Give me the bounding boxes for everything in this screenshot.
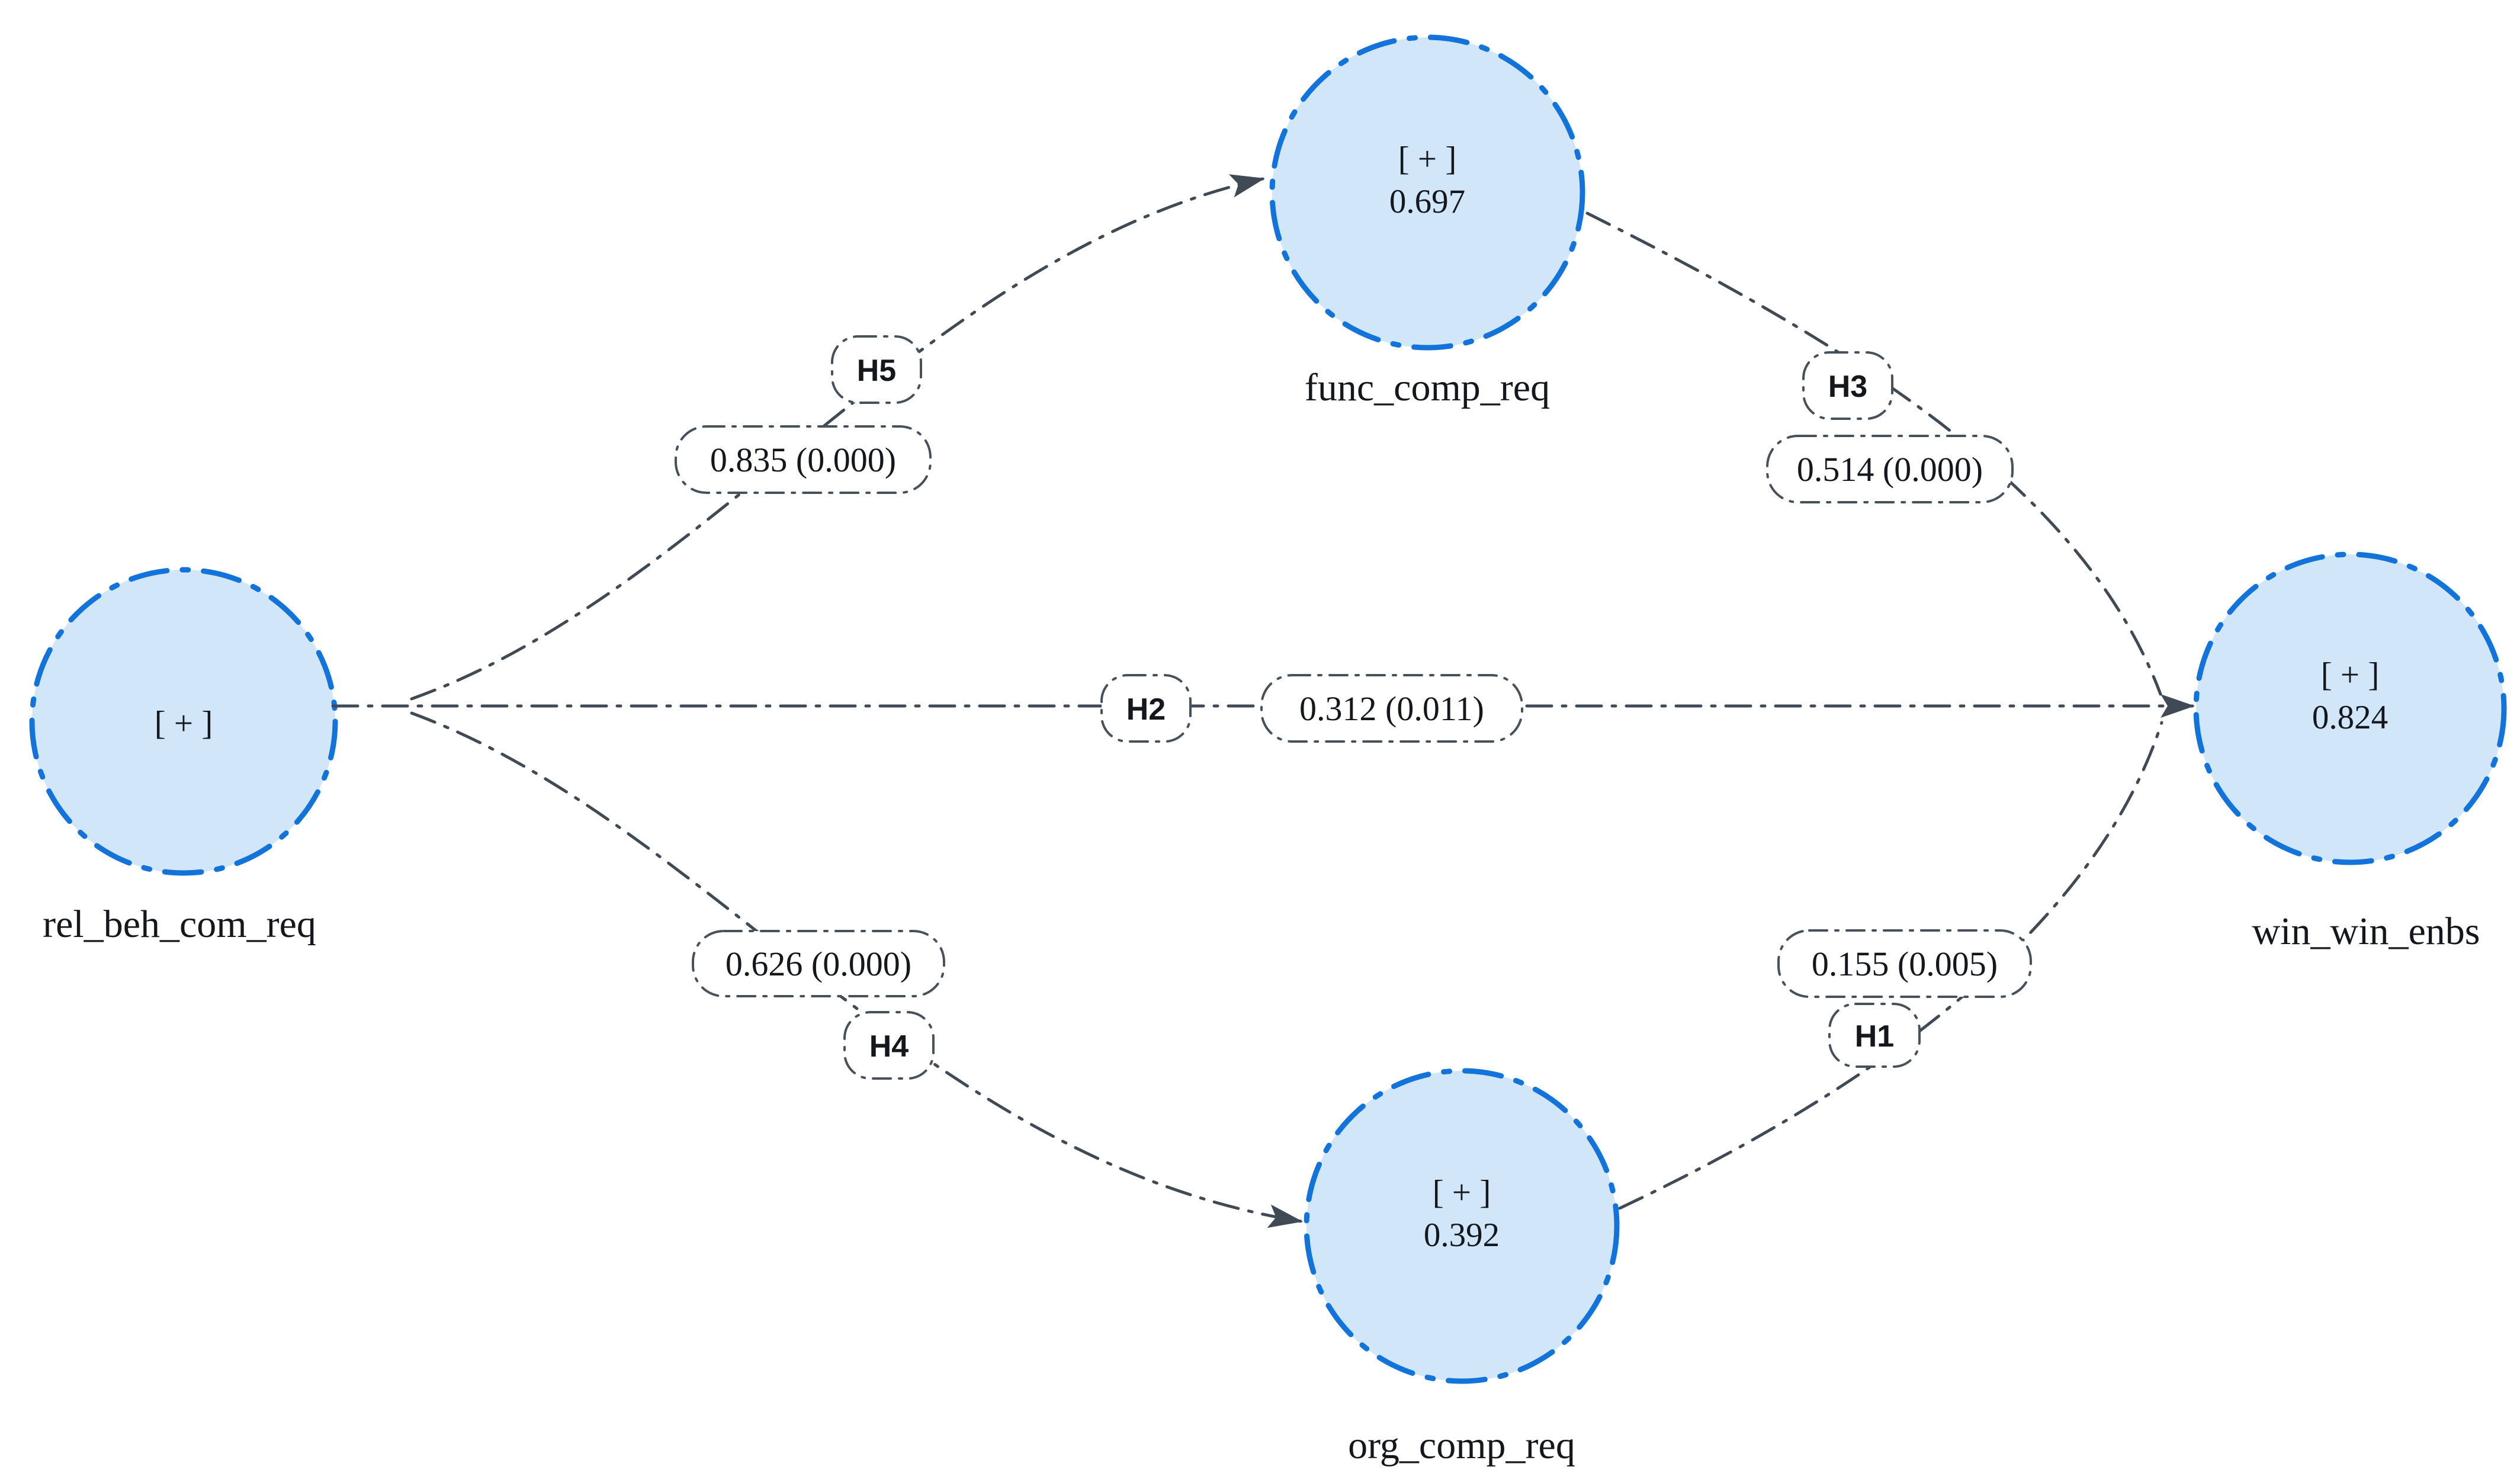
h4-coefficient-label: 0.626 (0.000) (725, 945, 911, 983)
win_win_enbs-r2-value: 0.824 (2312, 699, 2388, 736)
edge-h3-path[interactable] (1585, 211, 2162, 696)
func_comp_req-expand-symbol[interactable]: [ + ] (1398, 140, 1457, 178)
node-func_comp_req[interactable] (1269, 34, 1585, 351)
h2-coefficient-label: 0.312 (0.011) (1299, 689, 1484, 728)
h5-hypothesis-box[interactable] (831, 335, 922, 404)
node-win_win_enbs[interactable] (2193, 551, 2507, 865)
h2-coefficient-box[interactable] (1260, 674, 1523, 743)
h1-coefficient-box[interactable] (1777, 929, 2032, 998)
h5-coefficient-box[interactable] (675, 425, 932, 494)
h1-hypothesis-box[interactable] (1828, 1003, 1921, 1068)
h4-hypothesis-label: H4 (869, 1029, 909, 1064)
rel_beh_com_req-name-label: rel_beh_com_req (43, 903, 316, 946)
func_comp_req-r2-value: 0.697 (1389, 183, 1465, 220)
h5-coefficient-label: 0.835 (0.000) (710, 441, 896, 479)
h1-coefficient-label: 0.155 (0.005) (1812, 945, 1998, 983)
org_comp_req-expand-symbol[interactable]: [ + ] (1433, 1174, 1491, 1211)
h4-coefficient-box[interactable] (692, 930, 945, 997)
rel_beh_com_req-expand-symbol[interactable]: [ + ] (155, 705, 213, 742)
h3-hypothesis-label: H3 (1828, 370, 1867, 404)
h4-hypothesis-box[interactable] (843, 1011, 935, 1080)
win_win_enbs-expand-symbol[interactable]: [ + ] (2321, 656, 2380, 694)
func_comp_req-name-label: func_comp_req (1305, 366, 1550, 409)
h5-hypothesis-label: H5 (857, 354, 896, 388)
edge-h5-path[interactable] (410, 174, 1265, 701)
h2-hypothesis-box[interactable] (1100, 674, 1192, 743)
h1-hypothesis-label: H1 (1855, 1019, 1894, 1054)
h3-coefficient-box[interactable] (1766, 435, 2014, 503)
h3-hypothesis-box[interactable] (1802, 351, 1893, 420)
win_win_enbs-name-label: win_win_enbs (2252, 910, 2480, 953)
h3-coefficient-label: 0.514 (0.000) (1797, 450, 1983, 489)
org_comp_req-r2-value: 0.392 (1424, 1217, 1500, 1254)
node-org_comp_req[interactable] (1304, 1068, 1620, 1384)
h2-hypothesis-label: H2 (1126, 692, 1166, 727)
node-rel_beh_com_req[interactable] (29, 567, 338, 876)
org_comp_req-name-label: org_comp_req (1348, 1424, 1575, 1467)
